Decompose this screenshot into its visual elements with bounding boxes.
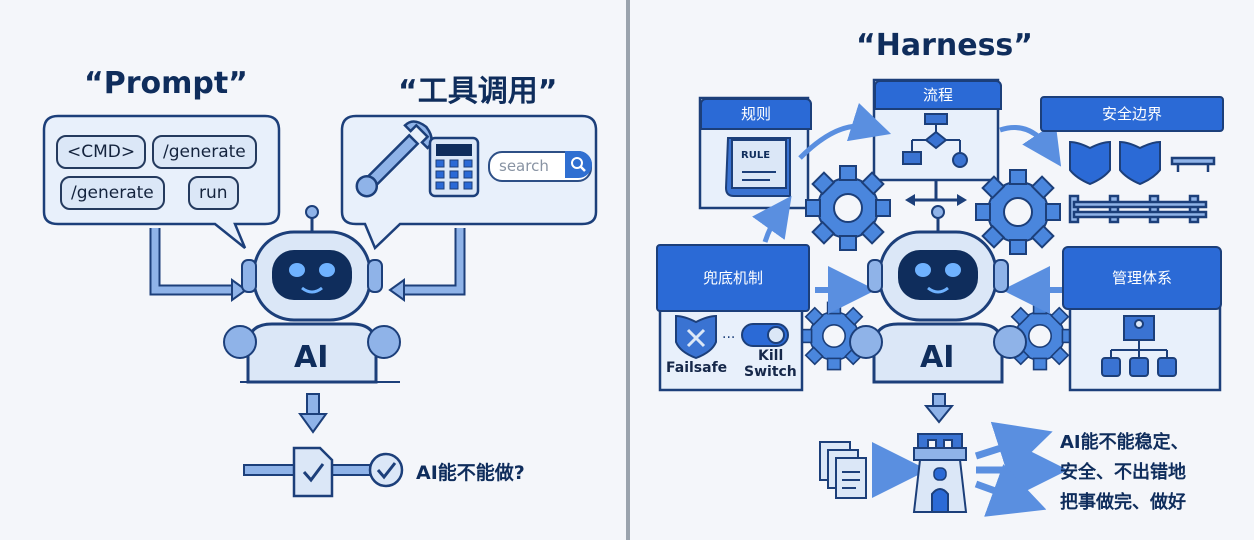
answer-line-2: 安全、不出错地 xyxy=(1060,462,1186,483)
cmd-chip: <CMD> xyxy=(56,135,147,169)
calculator-icon xyxy=(428,136,480,198)
robot-label-left: AI xyxy=(294,340,329,375)
switch-label: Switch xyxy=(744,364,797,380)
barrier-icon xyxy=(1068,156,1216,224)
document-check-icon xyxy=(292,446,334,498)
kill-label: Kill xyxy=(758,348,784,364)
search-placeholder: search xyxy=(499,157,549,175)
run-chip: run xyxy=(188,176,239,210)
failsafe-label: Failsafe xyxy=(666,360,728,376)
rules-header: 规则 xyxy=(700,98,812,130)
answer-line-3: 把事做完、做好 xyxy=(1060,492,1186,513)
tower-icon xyxy=(912,433,968,513)
search-icon xyxy=(565,151,592,178)
tool-call-title: “工具调用” xyxy=(398,74,558,109)
kill-switch-icon: ··· xyxy=(722,323,789,347)
flowchart-icon xyxy=(902,113,968,168)
prompt-title: “Prompt” xyxy=(84,66,248,101)
rule-book-icon xyxy=(724,137,791,197)
harness-title: “Harness” xyxy=(856,28,1033,63)
generate-chip: /generate xyxy=(152,135,257,169)
answer-line-1: AI能不能稳定、 xyxy=(1060,432,1189,453)
gear-icon xyxy=(805,165,891,251)
panel-divider xyxy=(626,0,630,540)
question-text: AI能不能做? xyxy=(416,462,525,484)
generate-chip: /generate xyxy=(60,176,165,210)
security-header: 安全边界 xyxy=(1040,96,1224,132)
shield-icon xyxy=(1069,140,1161,186)
svg-text:···: ··· xyxy=(722,330,735,346)
documents-icon xyxy=(819,441,867,499)
wrench-icon xyxy=(355,120,433,198)
flow-header: 流程 xyxy=(874,80,1002,110)
fallback-header: 兜底机制 xyxy=(656,244,810,312)
search-input: search xyxy=(488,151,592,182)
failsafe-shield-icon xyxy=(675,314,717,360)
robot-label-right: AI xyxy=(920,340,955,375)
management-header: 管理体系 xyxy=(1062,246,1222,310)
org-chart-icon xyxy=(1101,315,1177,377)
check-circle-icon xyxy=(368,452,404,488)
rule-book-label: RULE xyxy=(741,150,771,161)
gear-icon xyxy=(975,169,1061,255)
